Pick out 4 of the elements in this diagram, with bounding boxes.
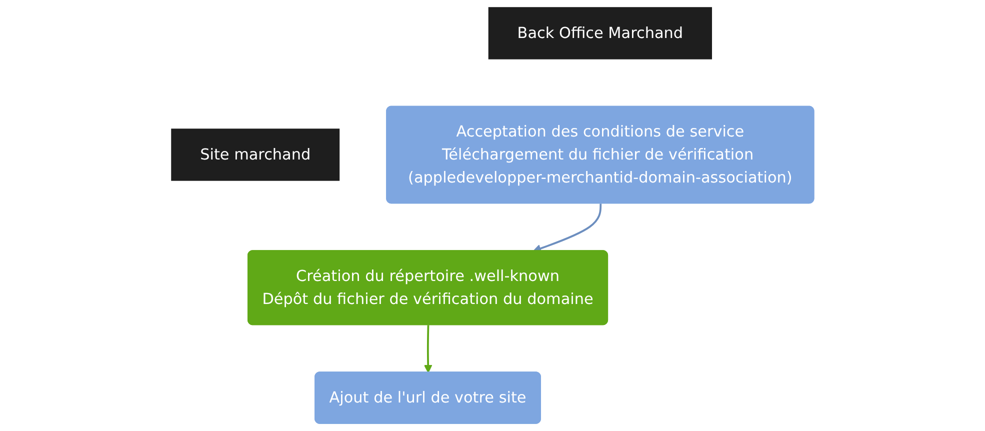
node-box: Site marchand bbox=[170, 128, 340, 181]
node-box: Back Office Marchand bbox=[488, 7, 712, 60]
arrow bbox=[532, 204, 602, 252]
arrow bbox=[424, 325, 432, 373]
